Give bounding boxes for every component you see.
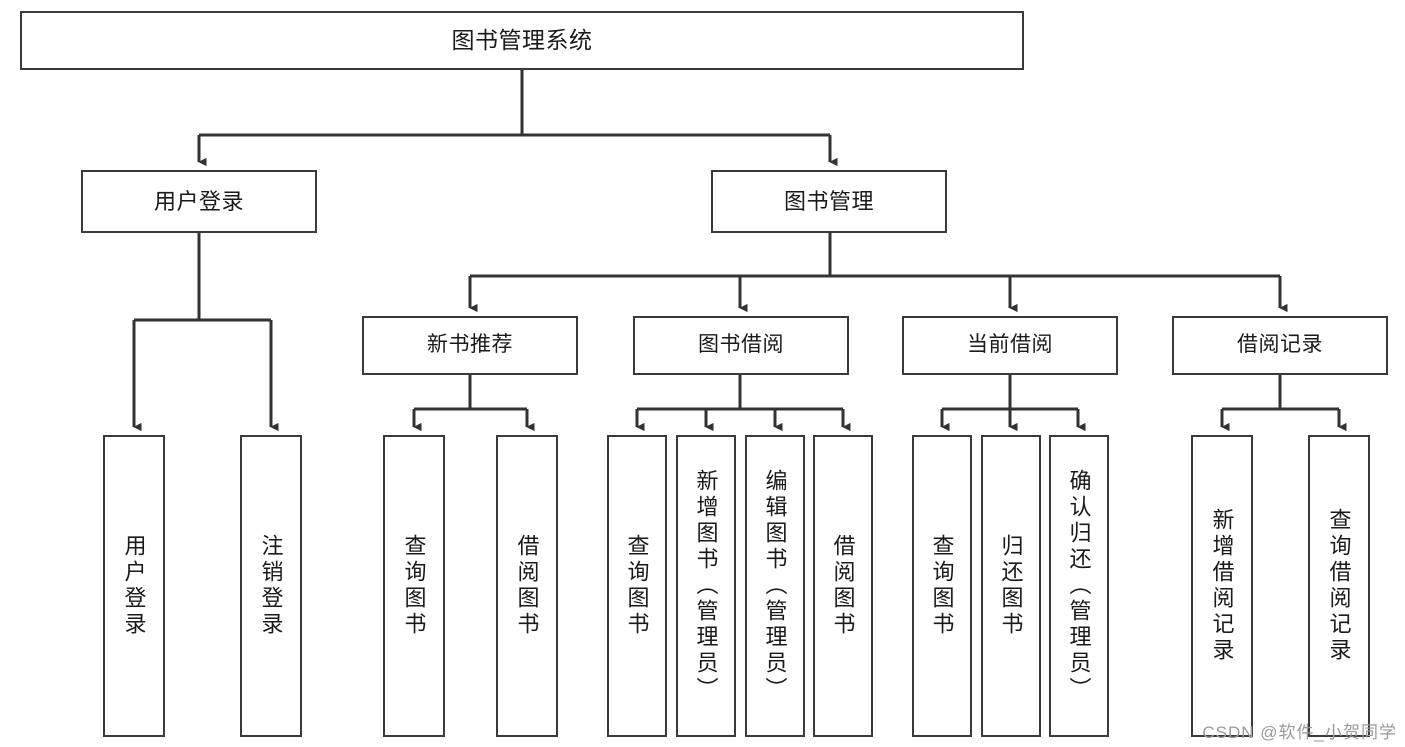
leaf-borrow-borrow-book[interactable]: 借阅图书 bbox=[813, 435, 873, 737]
node-label: 借阅图书 bbox=[514, 534, 540, 638]
node-label: 借阅图书 bbox=[830, 534, 856, 638]
leaf-user-login[interactable]: 用户登录 bbox=[103, 435, 165, 737]
leaf-recommend-borrow-book[interactable]: 借阅图书 bbox=[496, 435, 558, 737]
node-label: 当前借阅 bbox=[967, 333, 1053, 357]
node-book-borrow[interactable]: 图书借阅 bbox=[633, 316, 849, 375]
node-borrow-record[interactable]: 借阅记录 bbox=[1172, 316, 1388, 375]
node-label: 图书借阅 bbox=[698, 333, 784, 357]
leaf-current-confirm-return-admin[interactable]: 确认归还（管理员） bbox=[1049, 435, 1109, 737]
leaf-recommend-query-book[interactable]: 查询图书 bbox=[383, 435, 445, 737]
leaf-current-query-book[interactable]: 查询图书 bbox=[912, 435, 972, 737]
node-label: 注销登录 bbox=[258, 534, 284, 638]
csdn-watermark: CSDN @软件_小贺同学 bbox=[1202, 723, 1397, 742]
leaf-record-add-record[interactable]: 新增借阅记录 bbox=[1191, 435, 1253, 737]
node-label: 查询借阅记录 bbox=[1326, 508, 1352, 664]
node-label: 查询图书 bbox=[624, 534, 650, 638]
node-label: 编辑图书（管理员） bbox=[762, 469, 788, 703]
leaf-record-query-record[interactable]: 查询借阅记录 bbox=[1308, 435, 1370, 737]
node-label: 新增图书（管理员） bbox=[693, 469, 719, 703]
node-label: 归还图书 bbox=[998, 534, 1024, 638]
node-label: 确认归还（管理员） bbox=[1066, 469, 1092, 703]
node-label: 用户登录 bbox=[153, 188, 244, 214]
node-user-login[interactable]: 用户登录 bbox=[81, 170, 317, 233]
node-label: 查询图书 bbox=[401, 534, 427, 638]
node-label: 图书管理 bbox=[783, 188, 874, 214]
leaf-borrow-edit-book-admin[interactable]: 编辑图书（管理员） bbox=[745, 435, 805, 737]
node-label: 图书管理系统 bbox=[451, 26, 593, 53]
node-label: 新书推荐 bbox=[427, 333, 513, 357]
node-label: 查询图书 bbox=[929, 534, 955, 638]
node-root-system[interactable]: 图书管理系统 bbox=[20, 11, 1024, 70]
node-current-borrow[interactable]: 当前借阅 bbox=[902, 316, 1118, 375]
node-label: 新增借阅记录 bbox=[1209, 508, 1235, 664]
leaf-borrow-query-book[interactable]: 查询图书 bbox=[607, 435, 667, 737]
node-label: 用户登录 bbox=[121, 534, 147, 638]
leaf-borrow-add-book-admin[interactable]: 新增图书（管理员） bbox=[676, 435, 736, 737]
node-new-book-recommend[interactable]: 新书推荐 bbox=[362, 316, 578, 375]
node-label: 借阅记录 bbox=[1237, 333, 1323, 357]
leaf-logout[interactable]: 注销登录 bbox=[240, 435, 302, 737]
node-book-management[interactable]: 图书管理 bbox=[711, 170, 947, 233]
leaf-current-return-book[interactable]: 归还图书 bbox=[981, 435, 1041, 737]
